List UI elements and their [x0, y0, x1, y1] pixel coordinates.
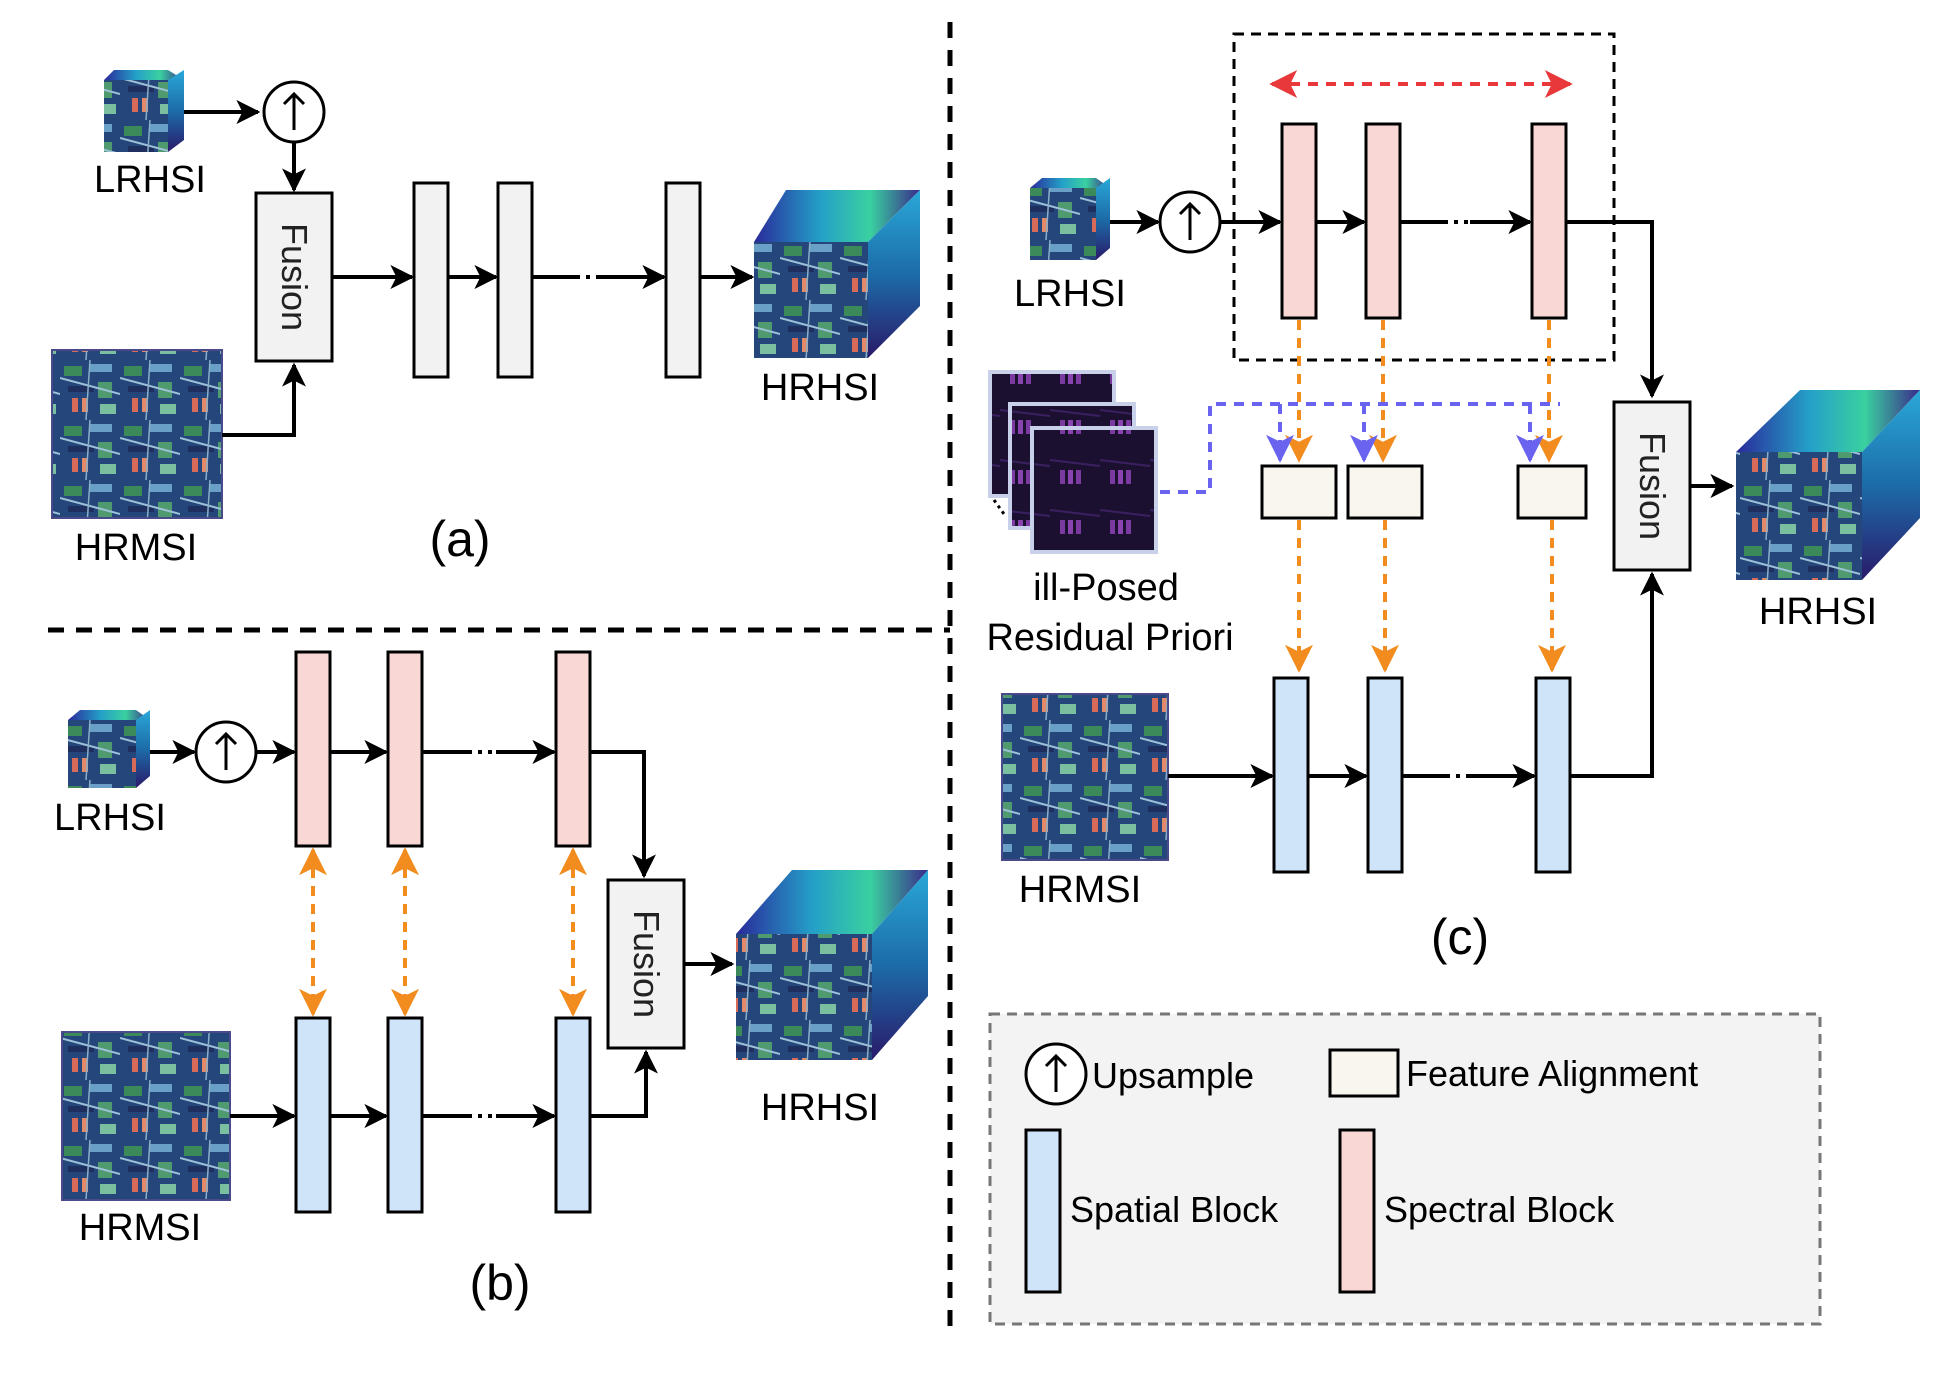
spectral-block-b-1 [294, 650, 332, 848]
lrhsi-image-c [1030, 178, 1110, 260]
hrmsi-image-c [1001, 693, 1169, 861]
spectral-block-c-3 [1530, 122, 1568, 320]
panel-c-label: (c) [1431, 909, 1489, 965]
spatial-block-c-3 [1534, 676, 1572, 874]
hrhsi-image-c [1736, 390, 1920, 580]
fusion-box-c [1612, 400, 1692, 572]
spectral-block-b-2 [386, 650, 424, 848]
hrhsi-label-b: HRHSI [761, 1087, 879, 1129]
prior-label-line2: Residual Priori [986, 617, 1233, 659]
generic-block-a-1 [412, 181, 450, 379]
upsample-icon [262, 80, 326, 144]
panel-b: LRHSI Fusion HRMSI [54, 650, 928, 1311]
prior-label-line1: ill-Posed [1033, 567, 1179, 609]
panel-c: LRHSI [986, 32, 1920, 965]
generic-block-a-2 [496, 181, 534, 379]
fusion-label-a: Fusion [274, 223, 315, 331]
fusion-box-b [606, 878, 686, 1050]
fusion-box-a [254, 191, 334, 363]
hrmsi-label-a: HRMSI [75, 527, 197, 569]
legend-alignment-label: Feature Alignment [1406, 1053, 1698, 1094]
upsample-icon [1158, 190, 1222, 254]
spatial-block-b-2 [386, 1016, 424, 1214]
legend-box [988, 1012, 1822, 1326]
legend-spectral-swatch [1338, 1128, 1376, 1294]
feature-alignment-box-2 [1346, 464, 1424, 520]
spectral-block-c-2 [1364, 122, 1402, 320]
panel-b-label: (b) [469, 1255, 530, 1311]
spatial-block-b-3 [554, 1016, 592, 1214]
hrhsi-image-a [754, 190, 920, 358]
fusion-label-c: Fusion [1632, 432, 1673, 540]
hrmsi-image-a [51, 349, 223, 519]
prior-images [988, 370, 1158, 554]
fusion-label-b: Fusion [626, 910, 667, 1018]
feature-alignment-box-1 [1260, 464, 1338, 520]
hrhsi-image-b [736, 870, 928, 1060]
hrmsi-label-c: HRMSI [1019, 869, 1141, 911]
feature-alignment-box-3 [1516, 464, 1588, 520]
spectral-block-b-3 [554, 650, 592, 848]
upsample-icon [1024, 1042, 1088, 1106]
hrhsi-label-c: HRHSI [1759, 591, 1877, 633]
spatial-block-b-1 [294, 1016, 332, 1214]
panel-a: LRHSI Fusion HRMSI HRHSI (a [51, 70, 920, 569]
lrhsi-label-a: LRHSI [94, 159, 206, 201]
hrhsi-label-a: HRHSI [761, 367, 879, 409]
legend-upsample-label: Upsample [1092, 1055, 1254, 1096]
legend-alignment-swatch [1328, 1048, 1400, 1098]
upsample-icon [194, 720, 258, 784]
hrmsi-image-b [61, 1031, 231, 1201]
lrhsi-image-b [68, 710, 150, 788]
hrmsi-label-b: HRMSI [79, 1207, 201, 1249]
panel-a-label: (a) [429, 511, 490, 567]
spatial-block-c-2 [1366, 676, 1404, 874]
legend-spectral-label: Spectral Block [1384, 1189, 1615, 1230]
spectral-block-c-1 [1280, 122, 1318, 320]
generic-block-a-3 [664, 181, 702, 379]
lrhsi-label-c: LRHSI [1014, 273, 1126, 315]
spatial-block-c-1 [1272, 676, 1310, 874]
legend-spatial-swatch [1024, 1128, 1062, 1294]
legend-spatial-label: Spatial Block [1070, 1189, 1279, 1230]
lrhsi-label-b: LRHSI [54, 797, 166, 839]
spectral-group-box [1232, 32, 1616, 362]
legend: Upsample Feature Alignment Spatial Block… [988, 1012, 1822, 1326]
lrhsi-image-a [104, 70, 184, 152]
